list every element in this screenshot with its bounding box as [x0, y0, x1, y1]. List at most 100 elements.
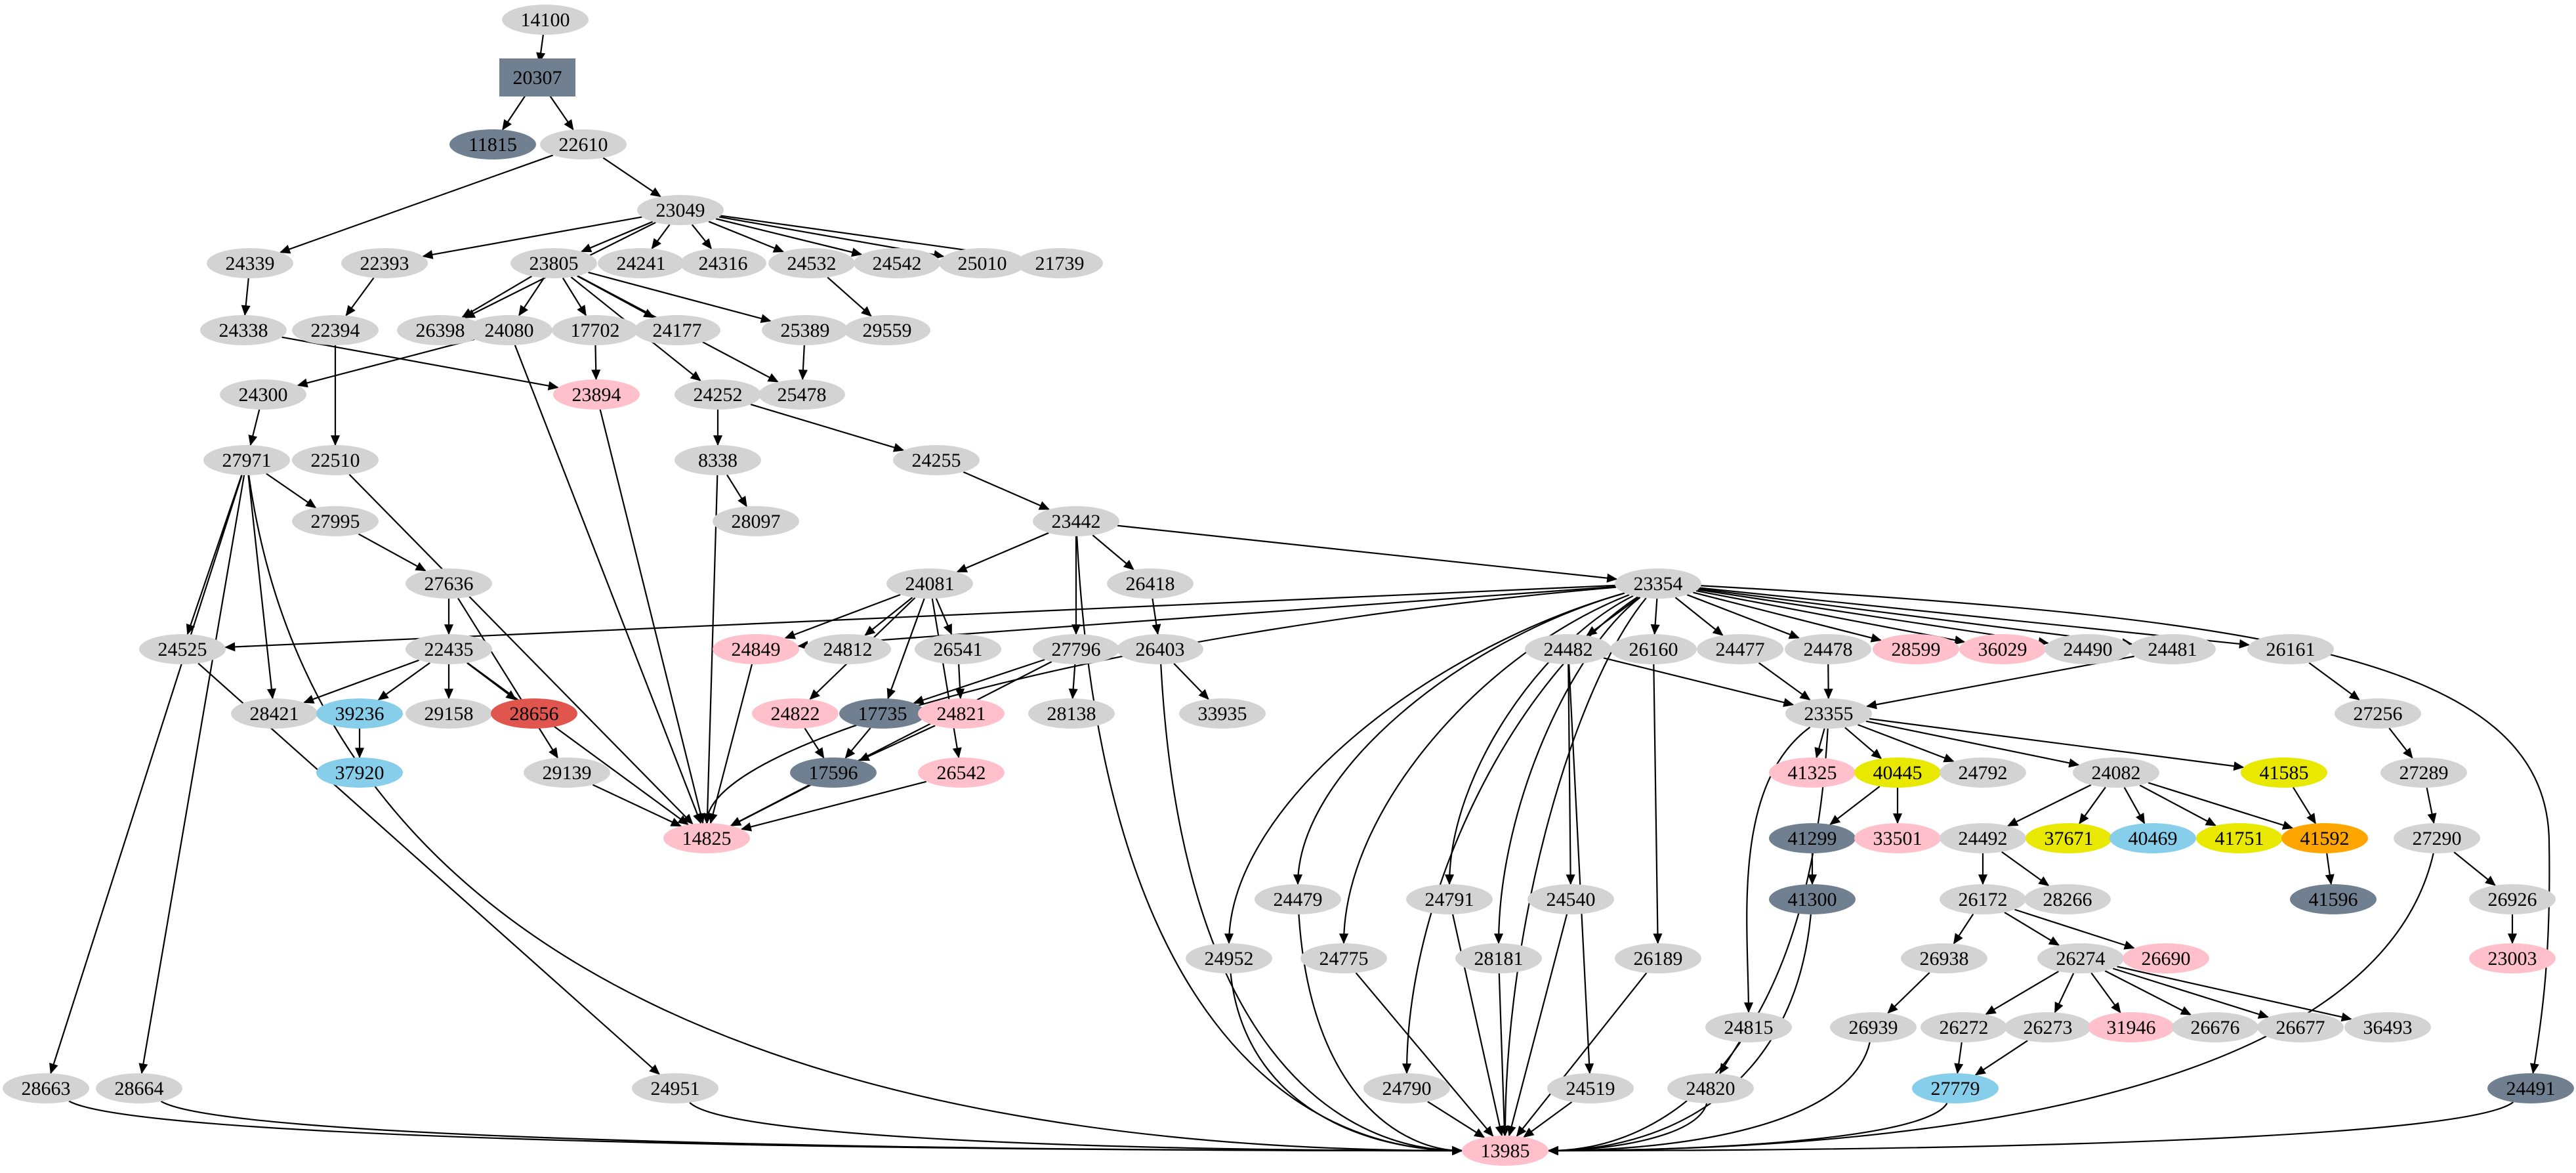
- node-label-24478: 24478: [1804, 639, 1853, 660]
- node-label-23049: 23049: [656, 200, 705, 221]
- node-label-22435: 22435: [425, 639, 474, 660]
- edge-23354-36029: [1695, 589, 1966, 645]
- node-24481: 24481: [2129, 634, 2216, 664]
- edge-27971-28664: [138, 475, 245, 1075]
- node-shape-24252: [675, 379, 761, 410]
- edge-23355-41585: [1869, 717, 2245, 771]
- node-shape-22394: [292, 315, 379, 345]
- node-label-23003: 23003: [2488, 948, 2537, 970]
- node-shape-24081: [886, 568, 973, 599]
- node-shape-29139: [524, 757, 610, 788]
- node-27779: 27779: [1912, 1073, 1999, 1103]
- edge-24255-23442: [963, 471, 1050, 511]
- node-shape-24177: [634, 315, 720, 345]
- node-shape-25478: [758, 379, 845, 410]
- node-label-24479: 24479: [1274, 889, 1323, 910]
- node-26274: 26274: [2037, 943, 2124, 973]
- node-24241: 24241: [598, 248, 684, 278]
- edge-23354-24491: [1701, 585, 2550, 1075]
- node-shape-23049: [637, 195, 724, 225]
- node-label-24812: 24812: [823, 639, 873, 660]
- edge-27256-27289: [2388, 727, 2413, 759]
- node-41300: 41300: [1769, 884, 1856, 914]
- node-label-39236: 39236: [335, 703, 384, 725]
- edge-26172-26274: [2004, 911, 2060, 947]
- node-shape-24951: [632, 1073, 718, 1103]
- edge-23049-22393: [422, 216, 642, 259]
- node-24477: 24477: [1697, 634, 1783, 664]
- node-shape-24255: [893, 445, 980, 475]
- node-label-26541: 26541: [934, 639, 983, 660]
- node-shape-28181: [1455, 943, 1542, 973]
- edge-26160-26189: [1653, 664, 1663, 945]
- node-shape-24479: [1255, 884, 1341, 914]
- node-25389: 25389: [762, 315, 848, 345]
- edge-23355-41325: [1814, 728, 1825, 759]
- node-shape-24791: [1406, 884, 1493, 914]
- node-shape-40445: [1854, 757, 1941, 788]
- node-label-27796: 27796: [1052, 639, 1101, 660]
- edge-24775-13985: [1355, 972, 1494, 1137]
- node-label-23894: 23894: [572, 384, 621, 406]
- node-25478: 25478: [758, 379, 845, 410]
- node-shape-24952: [1186, 943, 1272, 973]
- edge-23354-24490: [1697, 589, 2049, 647]
- edge-24477-23355: [1758, 662, 1811, 701]
- node-26160: 26160: [1610, 634, 1697, 664]
- node-36029: 36029: [1959, 634, 2046, 664]
- node-label-26418: 26418: [1126, 573, 1175, 595]
- node-24532: 24532: [768, 248, 855, 278]
- edge-23355-24792: [1858, 723, 1955, 763]
- edge-23354-14825: [702, 586, 1617, 824]
- node-24812: 24812: [804, 634, 891, 664]
- edge-28181-13985: [1498, 973, 1509, 1137]
- node-41596: 41596: [2290, 884, 2377, 914]
- node-22610: 22610: [540, 129, 627, 160]
- node-8338: 8338: [675, 445, 761, 475]
- node-label-41585: 41585: [2260, 762, 2309, 784]
- node-shape-27995: [292, 506, 379, 536]
- node-label-26403: 26403: [1136, 639, 1185, 660]
- node-24815: 24815: [1705, 1012, 1792, 1042]
- node-27289: 27289: [2380, 757, 2467, 788]
- edge-23354-28181: [1493, 597, 1641, 945]
- node-shape-28097: [713, 506, 799, 536]
- node-label-24519: 24519: [1566, 1078, 1615, 1099]
- edge-22610-24339: [279, 154, 554, 254]
- node-41751: 41751: [2196, 823, 2283, 853]
- node-shape-26541: [915, 634, 1001, 664]
- edge-27995-27636: [358, 533, 426, 572]
- node-24252: 24252: [675, 379, 761, 410]
- node-13985: 13985: [1462, 1136, 1548, 1166]
- edge-8338-14825: [703, 475, 718, 824]
- node-26676: 26676: [2172, 1012, 2258, 1042]
- node-28599: 28599: [1873, 634, 1959, 664]
- node-label-28599: 28599: [1892, 639, 1941, 660]
- edge-23049-24542: [715, 218, 863, 257]
- node-label-24492: 24492: [1959, 828, 2008, 849]
- edge-23354-26160: [1650, 598, 1660, 635]
- edge-24082-40469: [2123, 787, 2146, 824]
- node-29559: 29559: [844, 315, 930, 345]
- edge-23442-23354: [1117, 524, 1618, 583]
- node-label-24820: 24820: [1686, 1078, 1735, 1099]
- node-label-24525: 24525: [158, 639, 207, 660]
- node-shape-37671: [2025, 823, 2112, 853]
- edge-29139-14825: [592, 784, 682, 827]
- edge-27796-17735: [913, 658, 1045, 705]
- node-26398: 26398: [397, 315, 484, 345]
- node-label-24542: 24542: [873, 253, 922, 274]
- node-shape-29158: [405, 698, 492, 729]
- node-33501: 33501: [1854, 823, 1941, 853]
- node-29158: 29158: [405, 698, 492, 729]
- node-26273: 26273: [2005, 1012, 2091, 1042]
- node-23354: 23354: [1615, 568, 1701, 599]
- node-label-26938: 26938: [1920, 948, 1969, 970]
- edge-23354-24478: [1686, 594, 1800, 639]
- node-shape-28663: [3, 1073, 89, 1103]
- node-28266: 28266: [2024, 884, 2111, 914]
- node-37920: 37920: [316, 757, 403, 788]
- edge-20307-11815: [502, 91, 528, 131]
- edge-24951-13985: [689, 1101, 1463, 1156]
